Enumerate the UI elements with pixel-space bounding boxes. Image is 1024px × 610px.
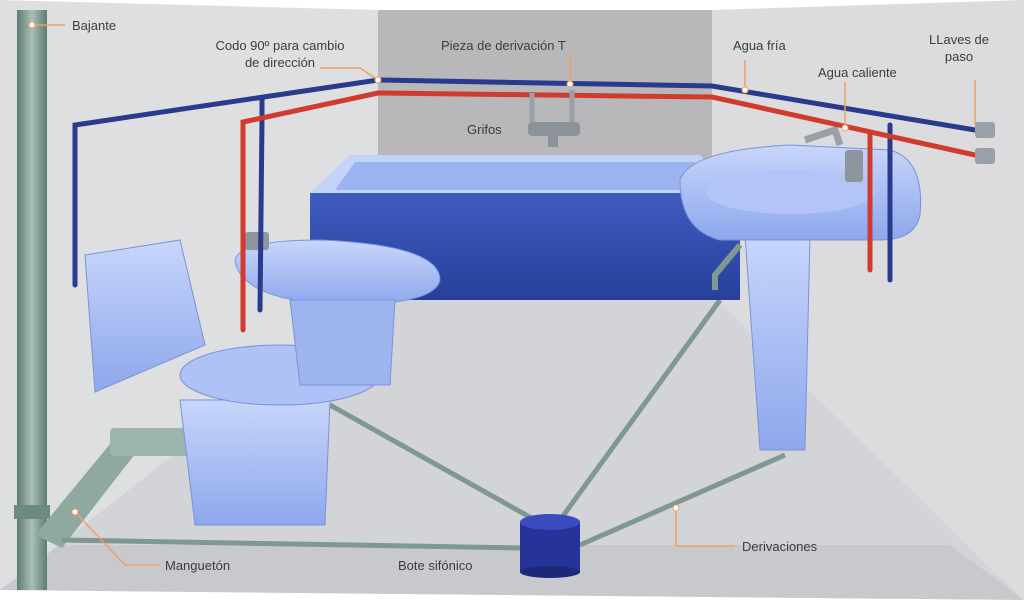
- label-agua-fria: Agua fría: [733, 38, 786, 53]
- wash-basin: [679, 125, 922, 451]
- grifos-taps: [528, 90, 580, 147]
- label-derivaciones: Derivaciones: [742, 539, 818, 554]
- label-codo-line1: Codo 90º para cambio: [215, 38, 345, 53]
- hot-water-pipe: [240, 90, 978, 333]
- toilet: [84, 239, 381, 526]
- llaves-de-paso: [975, 122, 995, 164]
- label-agua-caliente: Agua caliente: [818, 65, 897, 80]
- leader-dots: [28, 21, 849, 516]
- label-pieza-derivacion-t: Pieza de derivación T: [441, 38, 566, 53]
- floor-shade: [0, 545, 1024, 600]
- label-llaves-line1: LLaves de: [929, 32, 989, 47]
- bote-sifonico: [520, 514, 580, 578]
- label-bajante: Bajante: [72, 18, 117, 33]
- bidet: [234, 232, 441, 386]
- label-grifos: Grifos: [467, 122, 502, 137]
- derivaciones-pipes: [61, 298, 787, 551]
- label-llaves-line2: paso: [944, 49, 974, 64]
- leader-lines: [32, 24, 976, 566]
- label-codo-line2: de dirección: [244, 55, 316, 70]
- mangueton-pipe: [35, 438, 142, 548]
- label-codo-90: Codo 90º para cambio de dirección: [200, 37, 360, 71]
- label-llaves-de-paso: LLaves de paso: [925, 31, 993, 65]
- bajante-pipe: [17, 10, 47, 590]
- label-bote-sifonico: Bote sifónico: [398, 558, 473, 573]
- label-mangueton: Manguetón: [165, 558, 231, 573]
